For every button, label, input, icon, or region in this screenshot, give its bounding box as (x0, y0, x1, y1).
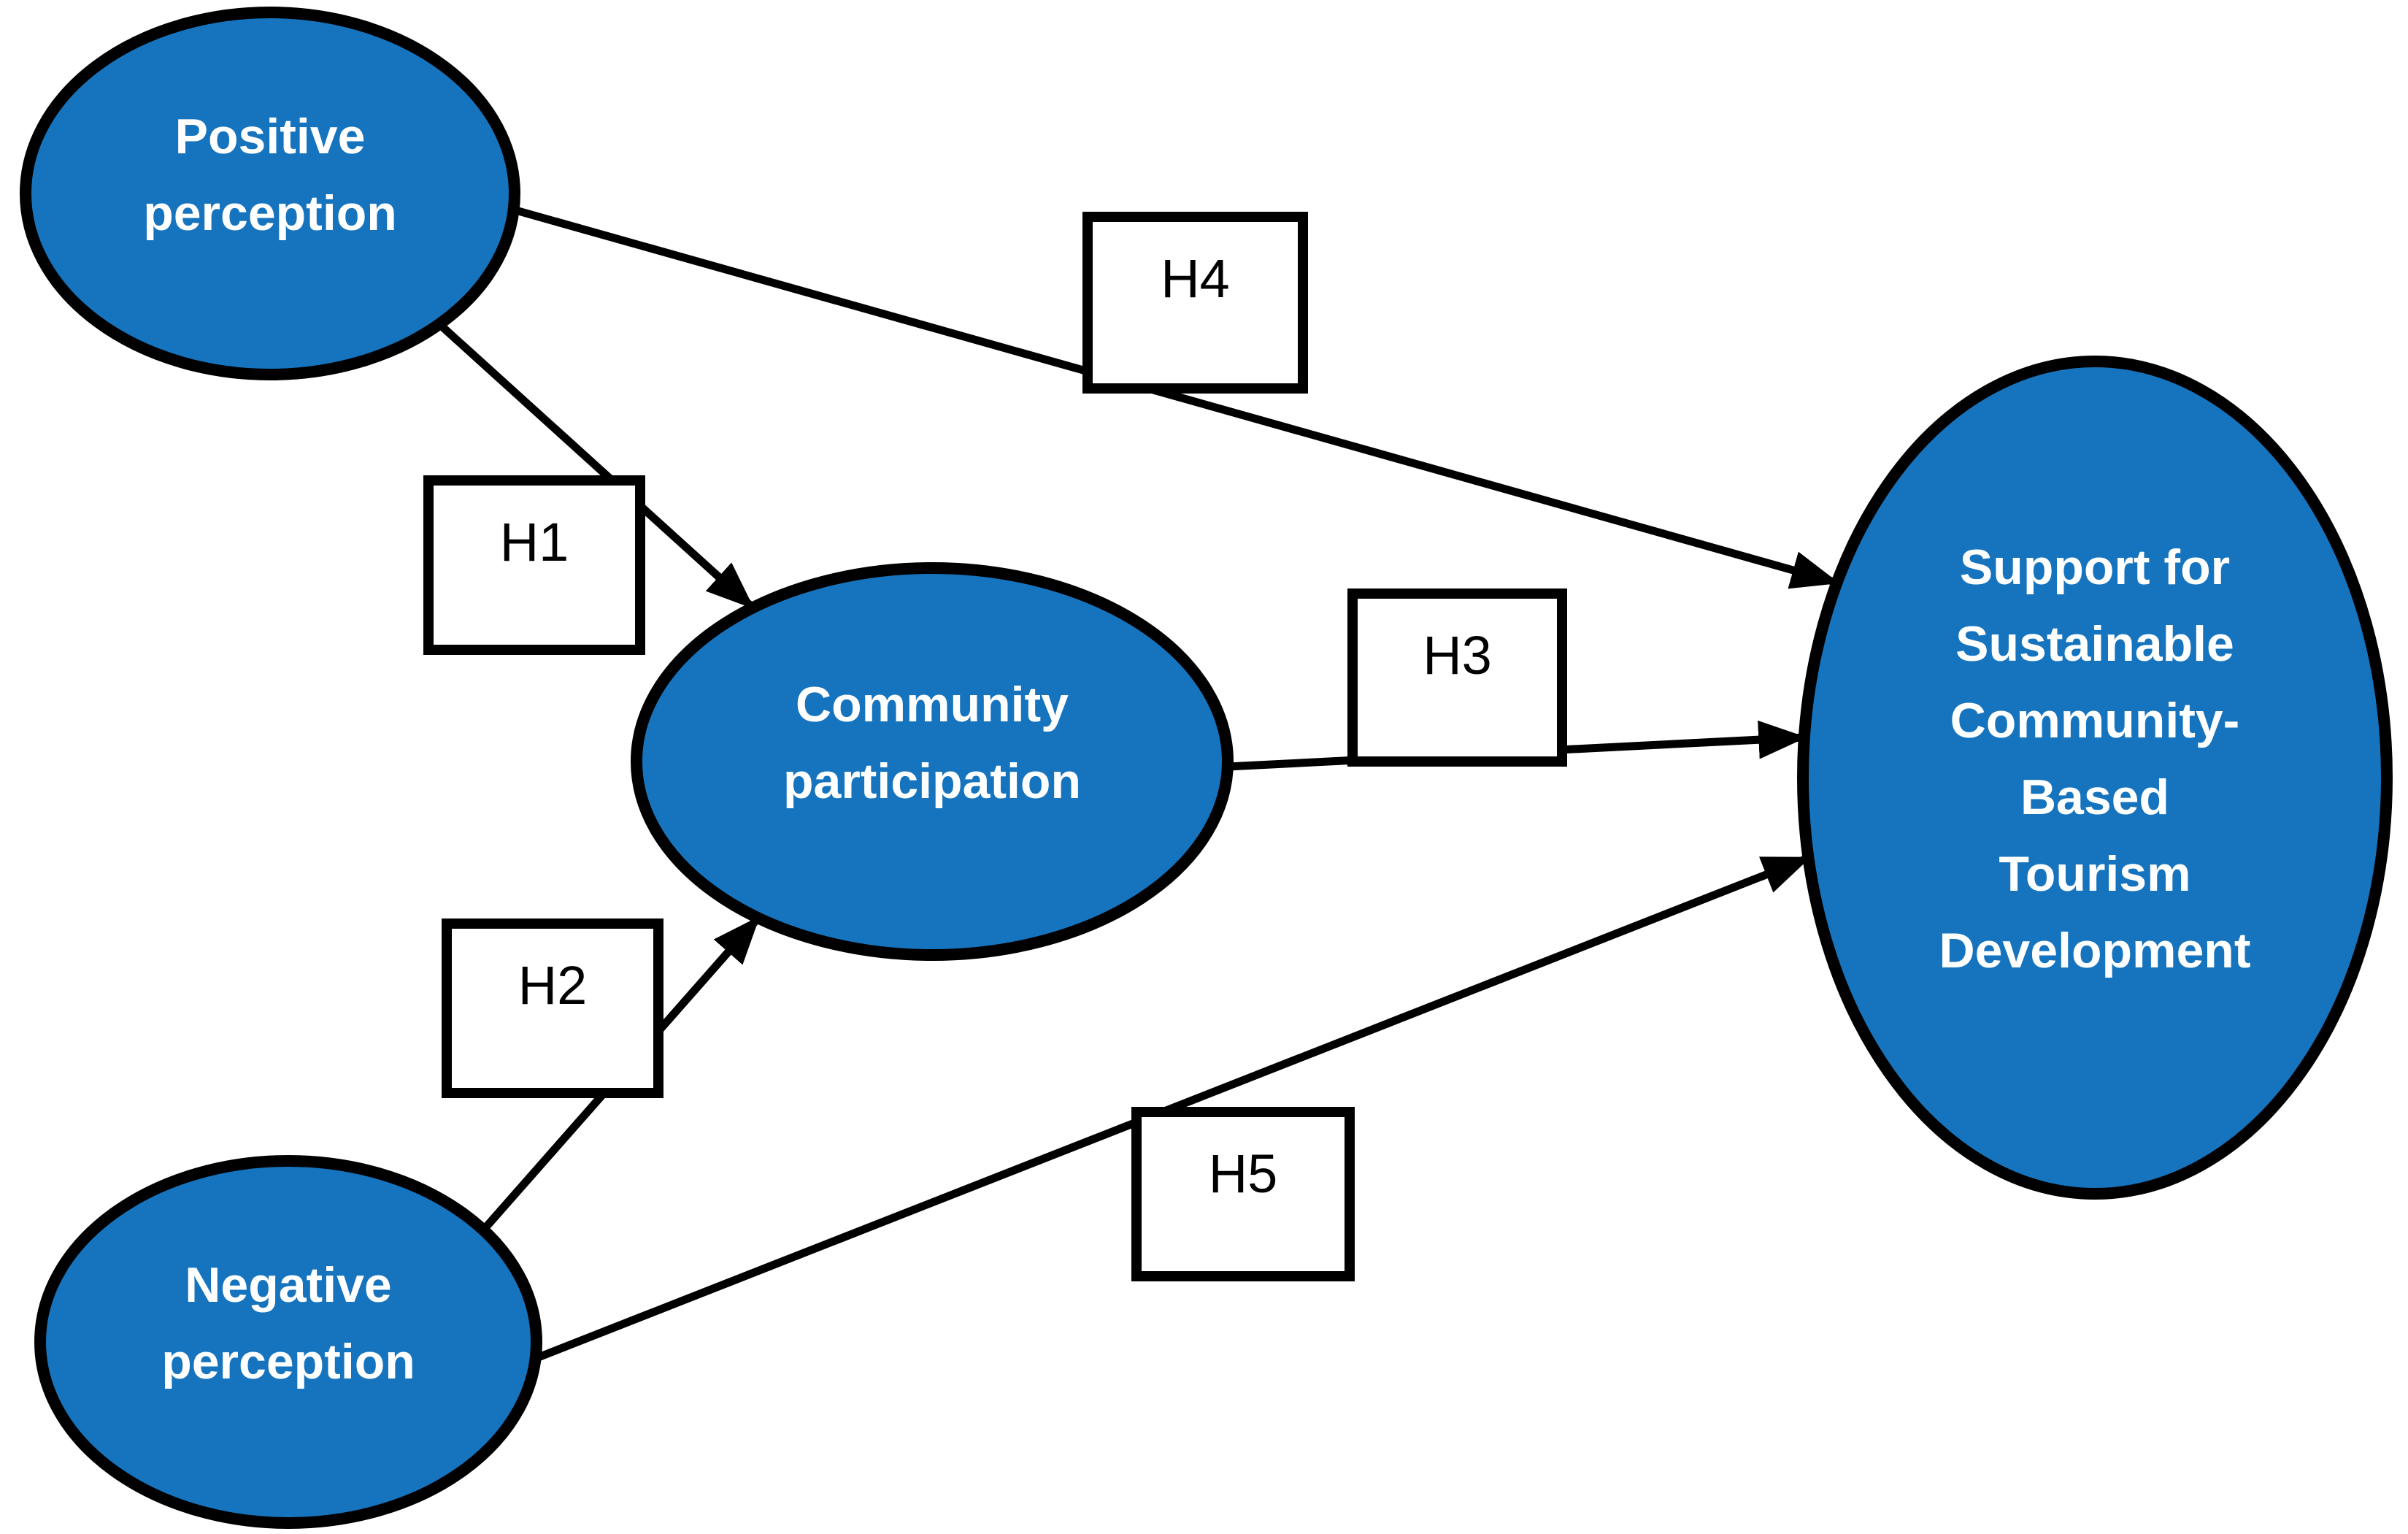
node-label-line: Development (1939, 923, 2251, 978)
hypothesis-box-h5 (1131, 1107, 1355, 1281)
hypothesis-box-h3 (1347, 588, 1567, 767)
node-label-line: Tourism (1999, 846, 2190, 902)
node-label-line: Sustainable (1955, 616, 2234, 672)
node-label-line: Community- (1950, 693, 2240, 748)
hypothesis-label-h4: H4 (1161, 248, 1230, 309)
node-negative-perception-ellipse (34, 1155, 542, 1529)
arrow-h1-positive-perception-to-community-participation (436, 321, 755, 611)
node-label-line: Community (796, 677, 1069, 732)
hypothesis-label-h2: H2 (518, 955, 588, 1016)
node-label-line: Based (2020, 770, 2169, 825)
node-label-line: participation (783, 753, 1081, 809)
node-label-line: Negative (185, 1257, 391, 1313)
node-label-line: perception (161, 1334, 415, 1389)
hypothesis-box-h2 (442, 919, 663, 1098)
node-negative-perception-label: Negative perception (161, 1257, 415, 1389)
node-positive-perception-ellipse (20, 7, 520, 380)
hypothesis-label-h3: H3 (1423, 625, 1492, 686)
node-label-line: perception (143, 185, 397, 241)
hypothesis-box-h1 (423, 475, 645, 655)
node-community-participation-ellipse (631, 562, 1234, 961)
node-label-line: Support for (1960, 540, 2230, 595)
hypothesis-label-h1: H1 (500, 512, 569, 572)
construct-nodes (20, 7, 2393, 1529)
hypothesis-box-h4 (1082, 212, 1308, 394)
node-support-sustainable-community-based-tourism-development-ellipse (1797, 356, 2393, 1200)
node-community-participation-label: Community participation (783, 677, 1081, 809)
hypothesis-label-h5: H5 (1209, 1143, 1278, 1204)
arrow-h4-positive-perception-to-support-sustainable-community-based-tourism-development (512, 205, 1840, 589)
node-positive-perception-label: Positive perception (143, 109, 397, 241)
node-label-line: Positive (175, 109, 366, 164)
